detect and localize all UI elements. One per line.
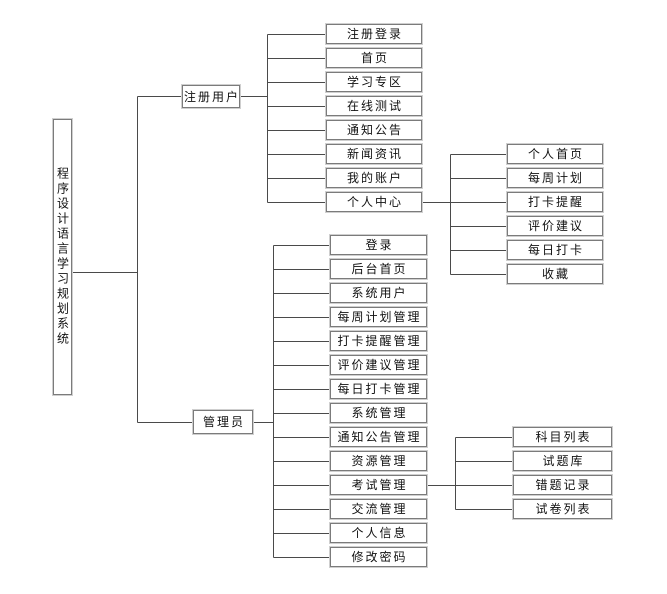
node-subject-list: 科目列表 [513, 427, 612, 447]
node-personal-home: 个人首页 [507, 144, 603, 164]
node-daily-checkin-mgmt: 每日打卡管理 [330, 379, 427, 399]
node-my-account: 我的账户 [326, 168, 422, 188]
node-notice-announcement: 通知公告 [326, 120, 422, 140]
node-feedback-mgmt: 评价建议管理 [330, 355, 427, 375]
node-personal-info: 个人信息 [330, 523, 427, 543]
node-login: 登录 [330, 235, 427, 255]
node-admin: 管理员 [193, 410, 253, 434]
node-checkin-reminder-mgmt: 打卡提醒管理 [330, 331, 427, 351]
node-root-system-title: 程序设计语言学习规划系统 [53, 119, 72, 395]
node-backend-home: 后台首页 [330, 259, 427, 279]
node-change-password: 修改密码 [330, 547, 427, 567]
node-online-test: 在线测试 [326, 96, 422, 116]
node-exam-mgmt: 考试管理 [330, 475, 427, 495]
node-weekly-plan: 每周计划 [507, 168, 603, 188]
node-favorites: 收藏 [507, 264, 603, 284]
node-notice-mgmt: 通知公告管理 [330, 427, 427, 447]
node-daily-checkin: 每日打卡 [507, 240, 603, 260]
node-home: 首页 [326, 48, 422, 68]
root-title-text: 程序设计语言学习规划系统 [55, 167, 70, 347]
node-system-mgmt: 系统管理 [330, 403, 427, 423]
node-registered-user: 注册用户 [182, 85, 240, 108]
node-study-zone: 学习专区 [326, 72, 422, 92]
node-resource-mgmt: 资源管理 [330, 451, 427, 471]
node-weekly-plan-mgmt: 每周计划管理 [330, 307, 427, 327]
node-feedback-suggestion: 评价建议 [507, 216, 603, 236]
node-checkin-reminder: 打卡提醒 [507, 192, 603, 212]
node-question-bank: 试题库 [513, 451, 612, 471]
node-communication-mgmt: 交流管理 [330, 499, 427, 519]
node-personal-center: 个人中心 [326, 192, 422, 212]
node-register-login: 注册登录 [326, 24, 422, 44]
node-wrong-question-record: 错题记录 [513, 475, 612, 495]
node-system-users: 系统用户 [330, 283, 427, 303]
node-exam-paper-list: 试卷列表 [513, 499, 612, 519]
node-news: 新闻资讯 [326, 144, 422, 164]
